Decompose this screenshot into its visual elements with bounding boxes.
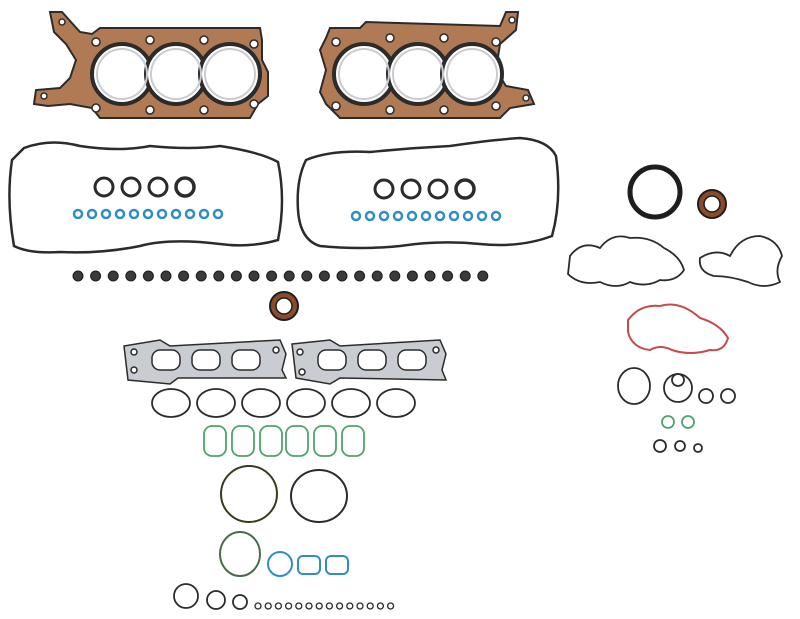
valve-stem-seal bbox=[230, 270, 242, 282]
valve-stem-seal bbox=[389, 270, 401, 282]
valve-stem-seal bbox=[72, 270, 84, 282]
green-orings-right bbox=[661, 415, 695, 429]
valve-stem-seal bbox=[178, 270, 190, 282]
valve-stem-seal bbox=[142, 270, 154, 282]
valve-stem-seal bbox=[107, 270, 119, 282]
valve-stem-seal bbox=[301, 270, 313, 282]
tiny-oring bbox=[284, 602, 293, 610]
valve-stem-seal bbox=[213, 270, 225, 282]
tiny-oring bbox=[346, 602, 354, 610]
tiny-oring bbox=[305, 602, 313, 610]
tiny-oring bbox=[274, 602, 283, 610]
spark-plug-tube-seals-left bbox=[72, 208, 224, 220]
tiny-oring bbox=[325, 602, 334, 610]
rear-main-seal bbox=[627, 164, 683, 220]
valve-stem-seal bbox=[406, 270, 418, 282]
tiny-oring bbox=[295, 602, 303, 610]
bottom-orings bbox=[173, 583, 248, 610]
valve-stem-seal bbox=[424, 270, 436, 282]
valve-stem-seal bbox=[459, 270, 471, 282]
large-orings bbox=[219, 465, 348, 577]
valve-stem-seal bbox=[371, 270, 383, 282]
head-gasket-left bbox=[32, 11, 269, 119]
plenum-seals-green bbox=[203, 425, 365, 457]
intake-port-seals bbox=[151, 388, 416, 418]
valve-stem-seal bbox=[354, 270, 366, 282]
tiny-oring bbox=[315, 602, 323, 610]
timing-cover-gasket-right bbox=[698, 235, 783, 287]
tiny-orings-row bbox=[254, 602, 395, 610]
valve-stem-seal bbox=[248, 270, 260, 282]
exhaust-manifold-gasket-right bbox=[291, 339, 448, 385]
tiny-oring bbox=[356, 602, 364, 610]
spark-plug-tube-seals-right bbox=[350, 210, 502, 222]
water-pump-gasket bbox=[627, 303, 730, 354]
valve-stem-seals-row bbox=[72, 270, 489, 282]
exhaust-manifold-gasket-left bbox=[123, 339, 288, 385]
cam-seal-center bbox=[269, 291, 299, 321]
valve-stem-seal bbox=[336, 270, 348, 282]
tiny-oring bbox=[386, 602, 395, 610]
misc-seals-right bbox=[617, 367, 736, 453]
timing-cover-gasket-left bbox=[567, 235, 685, 287]
valve-stem-seal bbox=[442, 270, 454, 282]
tiny-oring bbox=[335, 602, 344, 610]
head-gasket-right bbox=[318, 11, 536, 119]
valve-stem-seal bbox=[283, 270, 295, 282]
valve-stem-seal bbox=[266, 270, 278, 282]
valve-stem-seal bbox=[477, 270, 489, 282]
valve-stem-seal bbox=[318, 270, 330, 282]
valve-stem-seal bbox=[90, 270, 102, 282]
valve-cover-gasket-right bbox=[296, 136, 560, 250]
tiny-oring bbox=[264, 602, 272, 610]
tiny-oring bbox=[366, 602, 374, 610]
valve-stem-seal bbox=[160, 270, 172, 282]
valve-cover-gasket-left bbox=[8, 141, 284, 254]
valve-stem-seal bbox=[125, 270, 137, 282]
front-crank-seal bbox=[697, 189, 727, 219]
valve-stem-seal bbox=[195, 270, 207, 282]
tiny-oring bbox=[254, 602, 262, 610]
tiny-oring bbox=[376, 602, 385, 610]
blue-seals-bottom bbox=[267, 551, 349, 577]
